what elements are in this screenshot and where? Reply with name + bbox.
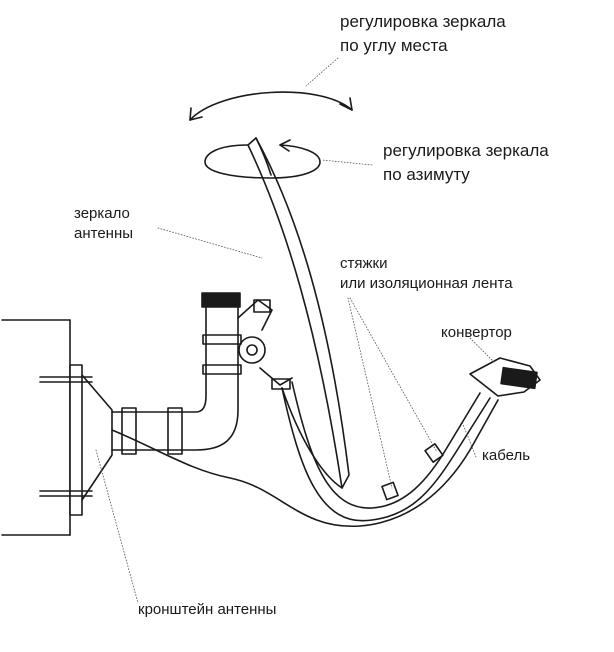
bracket-base-plate (39, 364, 113, 516)
cable (111, 399, 499, 527)
elevation-adjust-arrow (189, 91, 353, 121)
bracket-arm (111, 292, 242, 455)
wall (1, 319, 71, 536)
dish-mount (237, 299, 293, 390)
cable-label: кабель (482, 447, 531, 464)
azimuth-adjust-label: регулировка зеркала по азимуту (383, 141, 549, 184)
dish-mirror (247, 137, 350, 489)
mirror-label: зеркало антенны (74, 205, 134, 242)
converter-label: конвертор (441, 324, 512, 341)
leader-lines (95, 57, 495, 604)
feed-arm (281, 357, 541, 522)
bracket-label: кронштейн антенны (138, 601, 277, 618)
elevation-adjust-label: регулировка зеркала по углу места (340, 12, 506, 55)
ties-label: стяжки или изоляционная лента (340, 255, 513, 292)
azimuth-adjust-arrow (204, 139, 321, 179)
